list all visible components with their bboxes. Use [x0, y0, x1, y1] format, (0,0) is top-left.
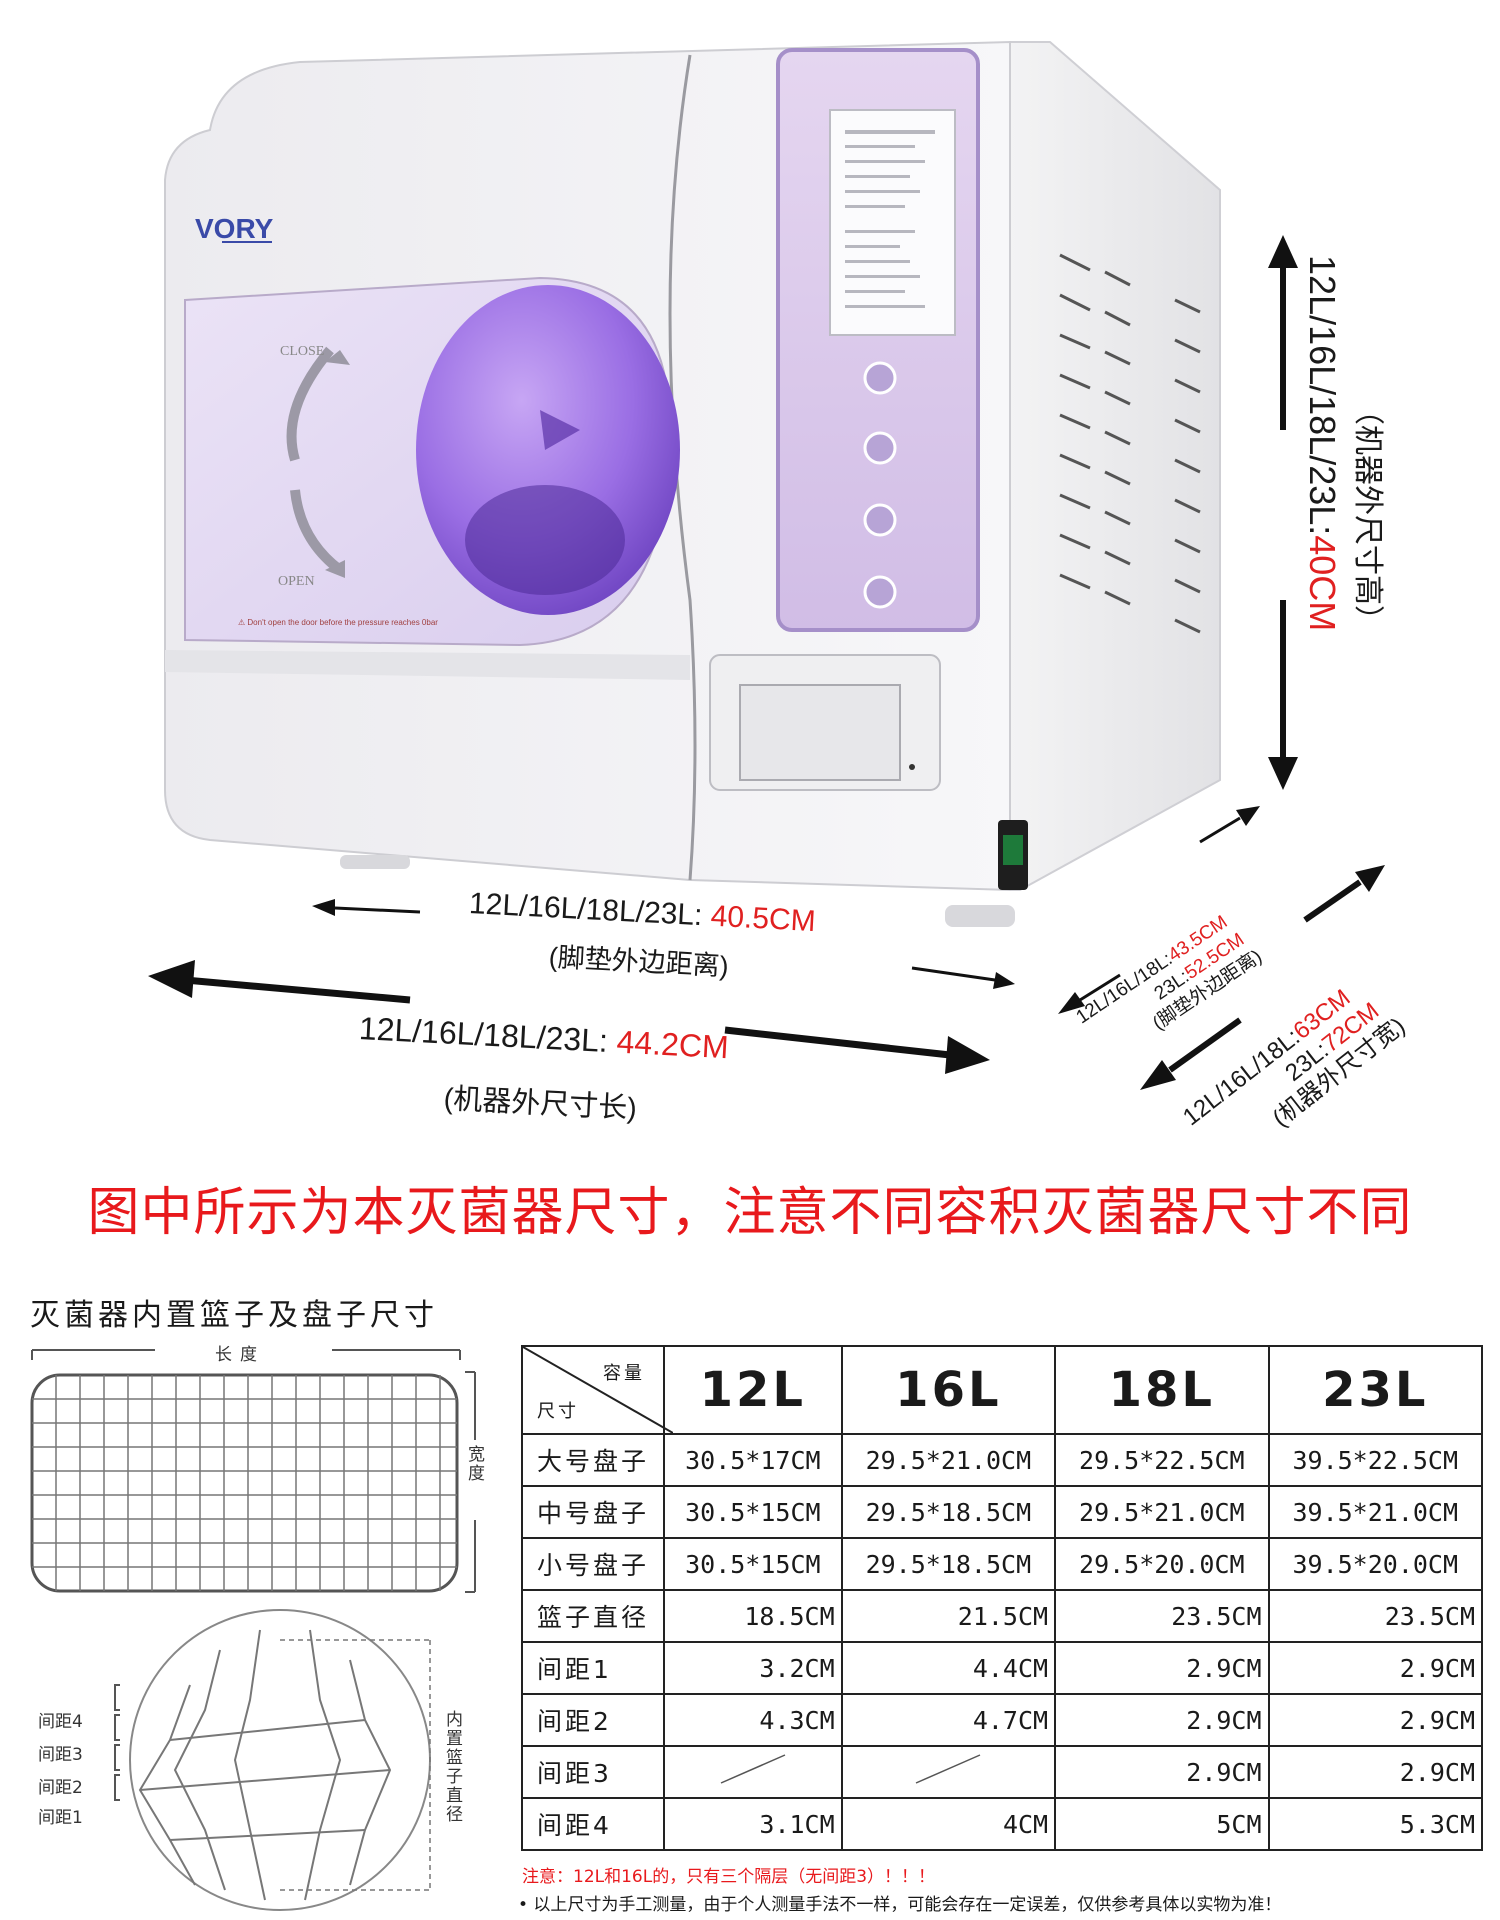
- table-cell: 18.5CM: [663, 1589, 843, 1643]
- table-row: 间距1 3.2CM 4.4CM 2.9CM 2.9CM: [521, 1641, 1484, 1695]
- length-value: 44.2CM: [615, 1023, 730, 1066]
- height-value: 40CM: [1302, 535, 1343, 632]
- tray-and-basket-drawing: [30, 1349, 476, 1911]
- corner-diagonal: [523, 1347, 673, 1433]
- table-cell: 29.5*18.5CM: [840, 1537, 1057, 1591]
- table-cell: 39.5*20.0CM: [1267, 1537, 1484, 1591]
- table-cell-not-applicable: [663, 1745, 843, 1799]
- column-header: 16L: [840, 1345, 1057, 1435]
- length-label: 长度: [215, 1345, 265, 1365]
- corner-top-label: 容量: [603, 1363, 645, 1384]
- row-label: 中号盘子: [521, 1485, 665, 1539]
- spacing-3-label: 间距3: [38, 1745, 83, 1765]
- table-cell: 4.4CM: [840, 1641, 1057, 1695]
- table-row: 间距3 2.9CM 2.9CM: [521, 1745, 1484, 1799]
- column-header: 18L: [1054, 1345, 1270, 1435]
- autoclave-illustration: CLOSE OPEN ⚠ Don't open the door before …: [148, 40, 1385, 1090]
- table-cell: 29.5*21.0CM: [840, 1433, 1057, 1487]
- table-cell: 3.2CM: [663, 1641, 843, 1695]
- slash-mark: [720, 1754, 786, 1784]
- table-cell: 4.7CM: [840, 1693, 1057, 1747]
- table-cell: 5CM: [1054, 1797, 1270, 1851]
- table-cell: 30.5*15CM: [663, 1537, 843, 1591]
- size-warning-banner: 图中所示为本灭菌器尺寸，注意不同容积灭菌器尺寸不同: [87, 1184, 1413, 1242]
- svg-text:⚠ Don't open the door before t: ⚠ Don't open the door before the pressur…: [238, 618, 438, 627]
- table-cell: 3.1CM: [663, 1797, 843, 1851]
- height-models: 12L/16L/18L/23L:: [1302, 255, 1343, 536]
- table-cell: 39.5*22.5CM: [1267, 1433, 1484, 1487]
- brand-logo: VORY: [195, 213, 274, 244]
- row-label: 小号盘子: [521, 1537, 665, 1591]
- table-cell: 23.5CM: [1267, 1589, 1484, 1643]
- table-cell: 29.5*22.5CM: [1054, 1433, 1270, 1487]
- row-label: 间距2: [521, 1693, 665, 1747]
- table-row: 中号盘子 30.5*15CM 29.5*18.5CM 29.5*21.0CM 3…: [521, 1485, 1484, 1539]
- table-cell: 29.5*18.5CM: [840, 1485, 1057, 1539]
- table-cell: 30.5*15CM: [663, 1485, 843, 1539]
- column-header: 12L: [663, 1345, 843, 1435]
- slash-mark: [916, 1754, 981, 1784]
- height-caption: （机器外尺寸高）: [1351, 395, 1384, 635]
- basket-tray-diagram: 长度 宽度: [20, 1330, 500, 1920]
- column-header: 23L: [1267, 1345, 1484, 1435]
- corner-bottom-label: 尺寸: [537, 1401, 579, 1422]
- row-label: 篮子直径: [521, 1589, 665, 1643]
- close-label: CLOSE: [280, 344, 324, 359]
- table-cell: 2.9CM: [1054, 1641, 1270, 1695]
- table-cell: 2.9CM: [1267, 1693, 1484, 1747]
- row-label: 大号盘子: [521, 1433, 665, 1487]
- table-row: 间距4 3.1CM 4CM 5CM 5.3CM: [521, 1797, 1484, 1851]
- table-row: 间距2 4.3CM 4.7CM 2.9CM 2.9CM: [521, 1693, 1484, 1747]
- table-cell: 30.5*17CM: [663, 1433, 843, 1487]
- table-cell: 4CM: [840, 1797, 1057, 1851]
- table-cell: 29.5*20.0CM: [1054, 1537, 1270, 1591]
- spacing-2-label: 间距2: [38, 1778, 83, 1798]
- table-cell: 5.3CM: [1267, 1797, 1484, 1851]
- row-label: 间距3: [521, 1745, 665, 1799]
- table-cell: 39.5*21.0CM: [1267, 1485, 1484, 1539]
- spacing-1-label: 间距1: [38, 1808, 83, 1828]
- table-cell: 2.9CM: [1054, 1745, 1270, 1799]
- row-label: 间距4: [521, 1797, 665, 1851]
- section-title: 灭菌器内置篮子及盘子尺寸: [30, 1298, 438, 1333]
- table-cell: 2.9CM: [1054, 1693, 1270, 1747]
- spec-table: 容量 尺寸 12L 16L 18L 23L 大号盘子 30.5*17CM 29.…: [521, 1345, 1484, 1851]
- table-cell: 29.5*21.0CM: [1054, 1485, 1270, 1539]
- disclaimer-note: • 以上尺寸为手工测量，由于个人测量手法不一样，可能会存在一定误差，仅供参考具体…: [518, 1895, 1282, 1915]
- height-dimension-label: 12L/16L/18L/23L:40CM: [1301, 255, 1343, 631]
- table-corner-cell: 容量 尺寸: [521, 1345, 673, 1435]
- basket-diameter-label: 内置篮子直径: [442, 1710, 462, 1824]
- table-cell: 2.9CM: [1267, 1641, 1484, 1695]
- foot-length-value: 40.5CM: [709, 899, 817, 939]
- table-cell-not-applicable: [840, 1745, 1057, 1799]
- table-cell: 21.5CM: [840, 1589, 1057, 1643]
- table-row: 篮子直径 18.5CM 21.5CM 23.5CM 23.5CM: [521, 1589, 1484, 1643]
- product-photo: CLOSE OPEN ⚠ Don't open the door before …: [148, 40, 1410, 1132]
- width-label: 宽度: [464, 1445, 484, 1483]
- table-cell: 2.9CM: [1267, 1745, 1484, 1799]
- table-row: 小号盘子 30.5*15CM 29.5*18.5CM 29.5*20.0CM 3…: [521, 1537, 1484, 1591]
- row-label: 间距1: [521, 1641, 665, 1695]
- open-label: OPEN: [278, 574, 315, 589]
- table-cell: 23.5CM: [1054, 1589, 1270, 1643]
- table-header-row: 容量 尺寸 12L 16L 18L 23L: [521, 1345, 1484, 1435]
- spacing-4-label: 间距4: [38, 1712, 83, 1732]
- red-note: 注意：12L和16L的，只有三个隔层（无间距3）！！！: [522, 1867, 936, 1887]
- table-row: 大号盘子 30.5*17CM 29.5*21.0CM 29.5*22.5CM 3…: [521, 1433, 1484, 1487]
- table-cell: 4.3CM: [663, 1693, 843, 1747]
